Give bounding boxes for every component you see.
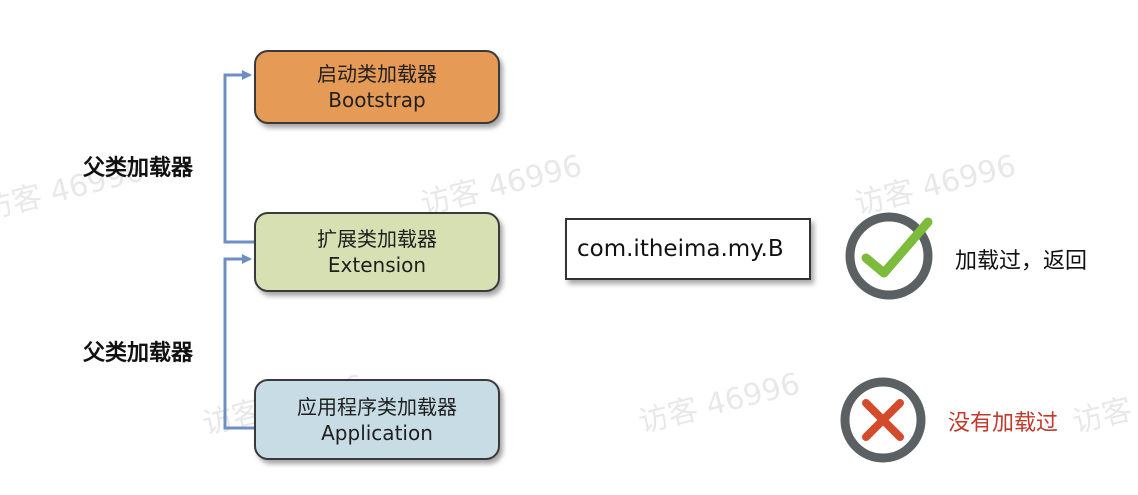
parent-loader-label: 父类加载器 (83, 341, 194, 366)
loaded-return-text: 加载过，返回 (955, 249, 1088, 274)
class-name-text: com.itheima.my.B (577, 236, 784, 262)
arrow-application-to-extension (223, 254, 254, 430)
parent-loader-label: 父类加载器 (83, 156, 194, 181)
application-loader-en: Application (321, 420, 433, 445)
bootstrap-loader-en: Bootstrap (328, 88, 426, 112)
application-loader-box: 应用程序类加载器 Application (254, 379, 500, 460)
extension-loader-en: Extension (327, 253, 427, 277)
bootstrap-loader-box: 启动类加载器 Bootstrap (254, 50, 500, 124)
bootstrap-loader-name: 启动类加载器 (317, 62, 437, 86)
not-loaded-text: 没有加载过 (948, 411, 1059, 436)
class-name-box: com.itheima.my.B (565, 218, 811, 280)
extension-loader-name: 扩展类加载器 (317, 227, 437, 251)
extension-loader-box: 扩展类加载器 Extension (254, 212, 500, 292)
arrow-extension-to-bootstrap (223, 70, 254, 244)
application-loader-name: 应用程序类加载器 (297, 394, 457, 419)
check-circle-icon (845, 212, 933, 300)
cross-circle-icon (840, 377, 926, 463)
